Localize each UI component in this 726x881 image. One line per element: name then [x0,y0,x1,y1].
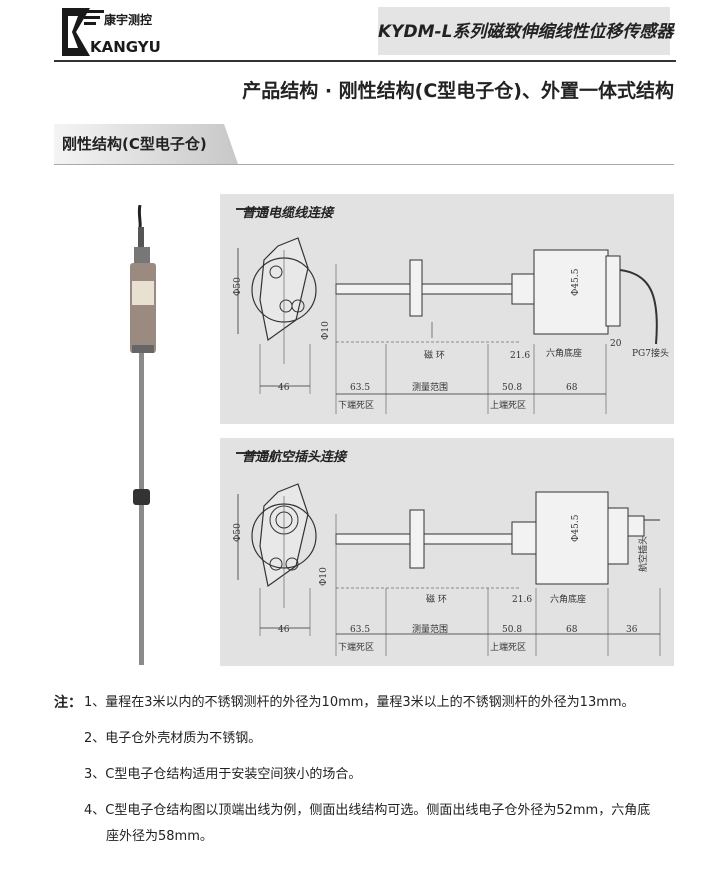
label-hex: 六角底座 [550,593,586,605]
dim-508: 50.8 [502,383,522,393]
section-title: 刚性结构(C型电子仓) [62,135,207,153]
dim-508: 50.8 [502,625,522,635]
note-item-3: 3、C型电子仓结构适用于安装空间狭小的场合。 [84,767,362,782]
dim-upper: 上端死区 [490,641,526,653]
sensor-photo [130,205,156,665]
diagram-cable-labels: Φ50 Φ10 Φ45.5 磁 环 六角底座 PG7接头 46 63.5 测量范… [233,268,669,411]
dim-46: 46 [278,625,290,635]
section-divider [54,164,674,165]
note-item-4: 4、C型电子仓结构图以顶端出线为例，侧面出线结构可选。侧面出线电子仓外径为52m… [84,803,651,818]
notes-label: 注： [54,695,82,711]
note-item-1: 1、量程在3米以内的不锈钢测杆的外径为10mm，量程3米以上的不锈钢测杆的外径为… [84,695,635,710]
label-hex: 六角底座 [546,347,582,359]
page-title: KYDM-L系列磁致伸缩线性位移传感器 [378,22,674,42]
label-phi10: Φ10 [319,567,329,586]
section-tab-shape [54,124,238,164]
dim-46: 46 [278,383,290,393]
logo-mark-icon: 康宇测控 KANGYU [62,8,161,56]
label-phi45: Φ45.5 [571,514,581,542]
dim-upper: 上端死区 [490,399,526,411]
dim-lower: 下端死区 [338,399,374,411]
logo-sub: KANGYU [90,38,160,56]
dim-68: 68 [566,625,578,635]
dim-216: 21.6 [510,351,530,361]
dim-lower: 下端死区 [338,641,374,653]
label-connector: 航空插头 [637,536,649,572]
dim-68: 68 [566,383,578,393]
dim-216: 21.6 [512,595,532,605]
dim-range: 测量范围 [412,381,448,393]
dim-635: 63.5 [350,383,370,393]
panel-title: 普通航空插头连接 [242,450,347,465]
note-item-2: 2、电子仓外壳材质为不锈钢。 [84,731,262,746]
diagram-panel-aviation: 普通航空插头连接 Φ50 Φ10 Φ45.5 磁 环 六角底座 航空插头 46 … [220,438,674,666]
logo-text: 康宇测控 [104,12,152,27]
label-phi10: Φ10 [321,321,331,340]
panel-title: 普通电缆线连接 [242,206,334,221]
label-phi45: Φ45.5 [571,268,581,296]
dim-635: 63.5 [350,625,370,635]
diagram-aviation-drawing [236,452,661,656]
label-phi50: Φ50 [233,277,243,296]
header-divider [54,60,676,62]
diagram-aviation-labels: Φ50 Φ10 Φ45.5 磁 环 六角底座 航空插头 46 63.5 测量范围… [233,514,649,653]
dim-36: 36 [626,625,638,635]
label-magnet: 磁 环 [424,349,445,361]
note-item-4-cont: 座外径为58mm。 [106,829,213,844]
diagram-panel-cable: 普通电缆线连接 Φ50 Φ10 Φ45.5 磁 环 六角底座 PG7接头 46 … [220,194,674,424]
brand-logo: 康宇测控 KANGYU [60,6,161,58]
label-connector: PG7接头 [632,347,669,359]
label-phi50: Φ50 [233,523,243,542]
dim-range: 测量范围 [412,623,448,635]
page-subtitle: 产品结构 · 刚性结构(C型电子仓)、外置一体式结构 [242,80,674,102]
dim-20: 20 [610,339,622,349]
label-magnet: 磁 环 [426,593,447,605]
header-title-box: KYDM-L系列磁致伸缩线性位移传感器 [378,7,674,55]
diagram-cable-drawing [236,208,658,414]
